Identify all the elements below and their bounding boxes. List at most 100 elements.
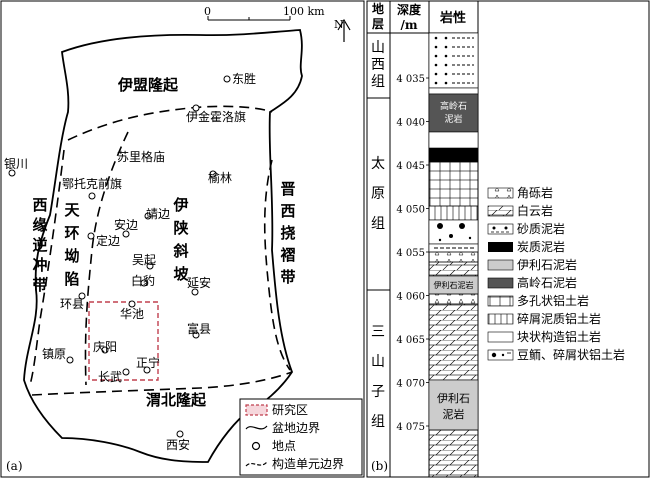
place-yulin: 榆林 xyxy=(208,170,232,185)
region-yishan-char: 斜 xyxy=(172,242,188,260)
place-jingbian: 靖边 xyxy=(146,207,170,221)
lithology-legend-label: 炭质泥岩 xyxy=(517,239,565,254)
depth-tick-label: 4 060 xyxy=(396,292,425,303)
place-huachi: 华池 xyxy=(120,307,144,321)
region-yishan-char: 伊 xyxy=(172,196,188,214)
place-yanan: 延安 xyxy=(187,275,211,290)
region-xiyuan-char: 逆 xyxy=(32,236,47,254)
lithology-legend-label: 砂质泥岩 xyxy=(517,221,565,236)
porous-bed xyxy=(428,161,479,207)
region-xiyuan-char: 缘 xyxy=(32,216,47,234)
header-stratum-2: 层 xyxy=(372,17,384,31)
lithology-legend-label: 碎屑泥质铝土岩 xyxy=(517,311,601,326)
region-yimeng: 伊盟隆起 xyxy=(117,76,179,94)
formation-label-char: 三 xyxy=(371,324,385,340)
formation-label-char: 组 xyxy=(371,414,385,430)
illite-thick-label-2: 泥岩 xyxy=(443,407,465,421)
lithology-legend-label: 高岭石泥岩 xyxy=(517,275,577,290)
kaolinite-bed xyxy=(428,93,479,133)
place-xian: 西安 xyxy=(166,437,190,452)
region-jinxi-char: 西 xyxy=(280,202,295,220)
place-wushenqi: 苏里格庙 xyxy=(117,149,165,164)
dolomite-bed xyxy=(428,303,479,381)
place-fuxian: 富县 xyxy=(187,321,211,336)
map-legend: 研究区 盆地边界 地点 构造单元边界 xyxy=(239,398,363,476)
region-jinxi-char: 挠 xyxy=(280,224,295,242)
depth-tick-label: 4 040 xyxy=(396,118,425,129)
legend-site-label: 地点 xyxy=(272,439,296,453)
legend-site-symbol xyxy=(251,441,261,451)
scale-zero: 0 xyxy=(204,5,211,18)
legend-unit-label: 构造单元边界 xyxy=(272,456,344,471)
depth-tick-label: 4 035 xyxy=(396,74,425,85)
legend-study-symbol xyxy=(245,404,268,416)
formation-label-char: 太 xyxy=(371,156,385,172)
formation-label-char: 子 xyxy=(371,384,385,400)
north-label: N xyxy=(334,18,344,31)
lithology-legend-label: 块状构造铝土岩 xyxy=(517,329,601,344)
formation-label-char: 组 xyxy=(371,216,385,232)
legend-basin-symbol xyxy=(245,425,268,430)
header-lithology: 岩性 xyxy=(439,10,466,26)
formation-label-char: 西 xyxy=(371,57,385,73)
region-yishan-char: 坡 xyxy=(173,265,188,283)
north-arrow: N xyxy=(334,18,351,42)
place-anbian: 安边 xyxy=(114,217,138,232)
depth-tick-label: 4 055 xyxy=(396,248,425,259)
region-weibei: 渭北隆起 xyxy=(146,391,207,409)
region-yishan-char: 陕 xyxy=(173,219,188,237)
legend-study-label: 研究区 xyxy=(272,402,308,417)
lithology-legend-label: 多孔状铝土岩 xyxy=(517,293,589,308)
study-area xyxy=(88,301,159,381)
place-baibao: 白豹 xyxy=(131,273,155,288)
tectonic-boundaries xyxy=(29,105,293,396)
illite-thick-label-1: 伊利石 xyxy=(437,392,470,405)
header-depth-1: 深度 xyxy=(397,2,422,17)
region-xiyuan-char: 西 xyxy=(32,196,47,214)
lithology-legend: 角砾岩白云岩砂质泥岩炭质泥岩伊利石泥岩高岭石泥岩多孔状铝土岩碎屑泥质铝土岩块状构… xyxy=(487,185,625,362)
illite-thick-bed xyxy=(428,379,479,431)
legend-basin-label: 盆地边界 xyxy=(272,421,320,435)
place-markers xyxy=(8,75,231,438)
place-zhenyuan: 镇原 xyxy=(42,347,66,361)
place-dingbian: 定边 xyxy=(96,233,120,248)
depth-tick-label: 4 075 xyxy=(396,422,425,433)
depth-tick-label: 4 045 xyxy=(396,161,425,172)
panel-label-a: (a) xyxy=(6,459,23,473)
place-qingyang: 庆阳 xyxy=(93,340,117,354)
lithology-legend-label: 伊利石泥岩 xyxy=(517,257,577,272)
illite-thin-label: 伊利石泥岩 xyxy=(434,280,474,290)
depth-tick-label: 4 065 xyxy=(396,335,425,346)
place-yijinhuoluo: 伊金霍洛旗 xyxy=(186,109,246,124)
region-tianhuan-char: 环 xyxy=(64,224,79,242)
scale-distance: 100 km xyxy=(283,5,325,18)
place-etuokeqian: 鄂托克前旗 xyxy=(62,176,122,191)
kaolinite-label-2: 泥岩 xyxy=(444,113,462,125)
formation-label-char: 山 xyxy=(371,40,385,56)
oolitic-bed xyxy=(428,219,479,245)
formation-label-char: 原 xyxy=(371,186,385,202)
depth-tick-label: 4 050 xyxy=(396,205,425,216)
scale-bar: 0 100 km xyxy=(204,5,325,21)
place-zhengning: 正宁 xyxy=(136,355,160,370)
header-stratum-1: 地 xyxy=(372,1,384,16)
region-tianhuan-char: 天 xyxy=(64,201,80,219)
place-changwu: 长武 xyxy=(98,370,122,384)
lithology-legend-label: 豆鲕、碎屑状铝土岩 xyxy=(517,347,625,362)
formation-label-char: 组 xyxy=(371,74,385,90)
lithology-column: 高岭石 泥岩 伊利石泥岩 xyxy=(428,32,479,478)
place-dongsheng: 东胜 xyxy=(232,71,256,86)
column-frame xyxy=(366,0,650,478)
place-huanxian: 环县 xyxy=(60,297,84,311)
header-depth-2: /m xyxy=(400,18,417,32)
region-xiyuan-char: 带 xyxy=(32,276,47,294)
formation-label-char: 山 xyxy=(371,354,385,370)
place-yinchuan: 银川 xyxy=(4,157,28,171)
region-jinxi-char: 褶 xyxy=(280,246,295,264)
region-jinxi-char: 晋 xyxy=(280,180,295,198)
depth-tick-label: 4 070 xyxy=(396,379,425,390)
panel-label-b: (b) xyxy=(371,459,388,473)
